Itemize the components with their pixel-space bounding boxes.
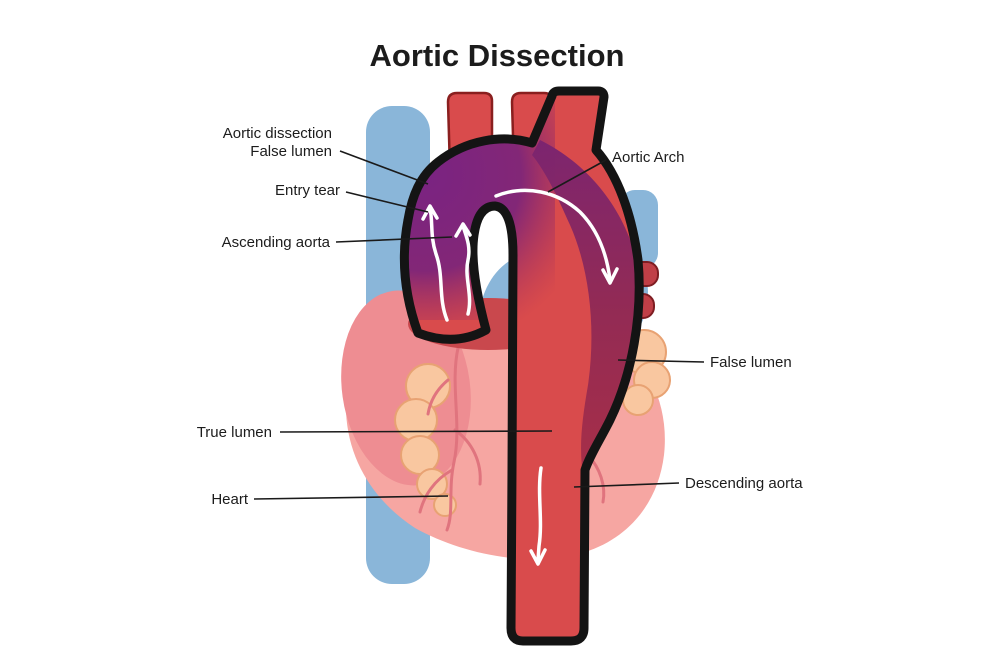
- page-title: Aortic Dissection: [370, 38, 625, 73]
- label-heart: Heart: [211, 491, 249, 508]
- label-true-lumen: True lumen: [197, 424, 272, 441]
- label-aortic-arch: Aortic Arch: [612, 149, 685, 166]
- label-false-lumen-right: False lumen: [710, 354, 792, 371]
- left-appendage-shape: [394, 363, 457, 517]
- leader-line-aortic-arch: [547, 159, 607, 193]
- leader-line-heart: [253, 495, 449, 500]
- leader-line-ascending-aorta: [335, 236, 453, 243]
- blood-flow-arrows: [421, 188, 619, 566]
- leader-line-true-lumen: [279, 430, 553, 433]
- label-descending-aorta: Descending aorta: [685, 475, 803, 492]
- label-aortic-dissection: Aortic dissection: [223, 125, 332, 142]
- label-ascending-aorta: Ascending aorta: [222, 234, 331, 251]
- leader-line-aortic-dissection: [339, 150, 429, 185]
- leader-line-entry-tear: [345, 191, 429, 213]
- false-lumen-descending-shape: [532, 140, 640, 480]
- label-false-lumen-top: False lumen: [250, 143, 332, 160]
- leader-line-descending-aorta: [573, 482, 680, 488]
- label-entry-tear: Entry tear: [275, 182, 340, 199]
- leader-line-false-lumen: [617, 359, 705, 363]
